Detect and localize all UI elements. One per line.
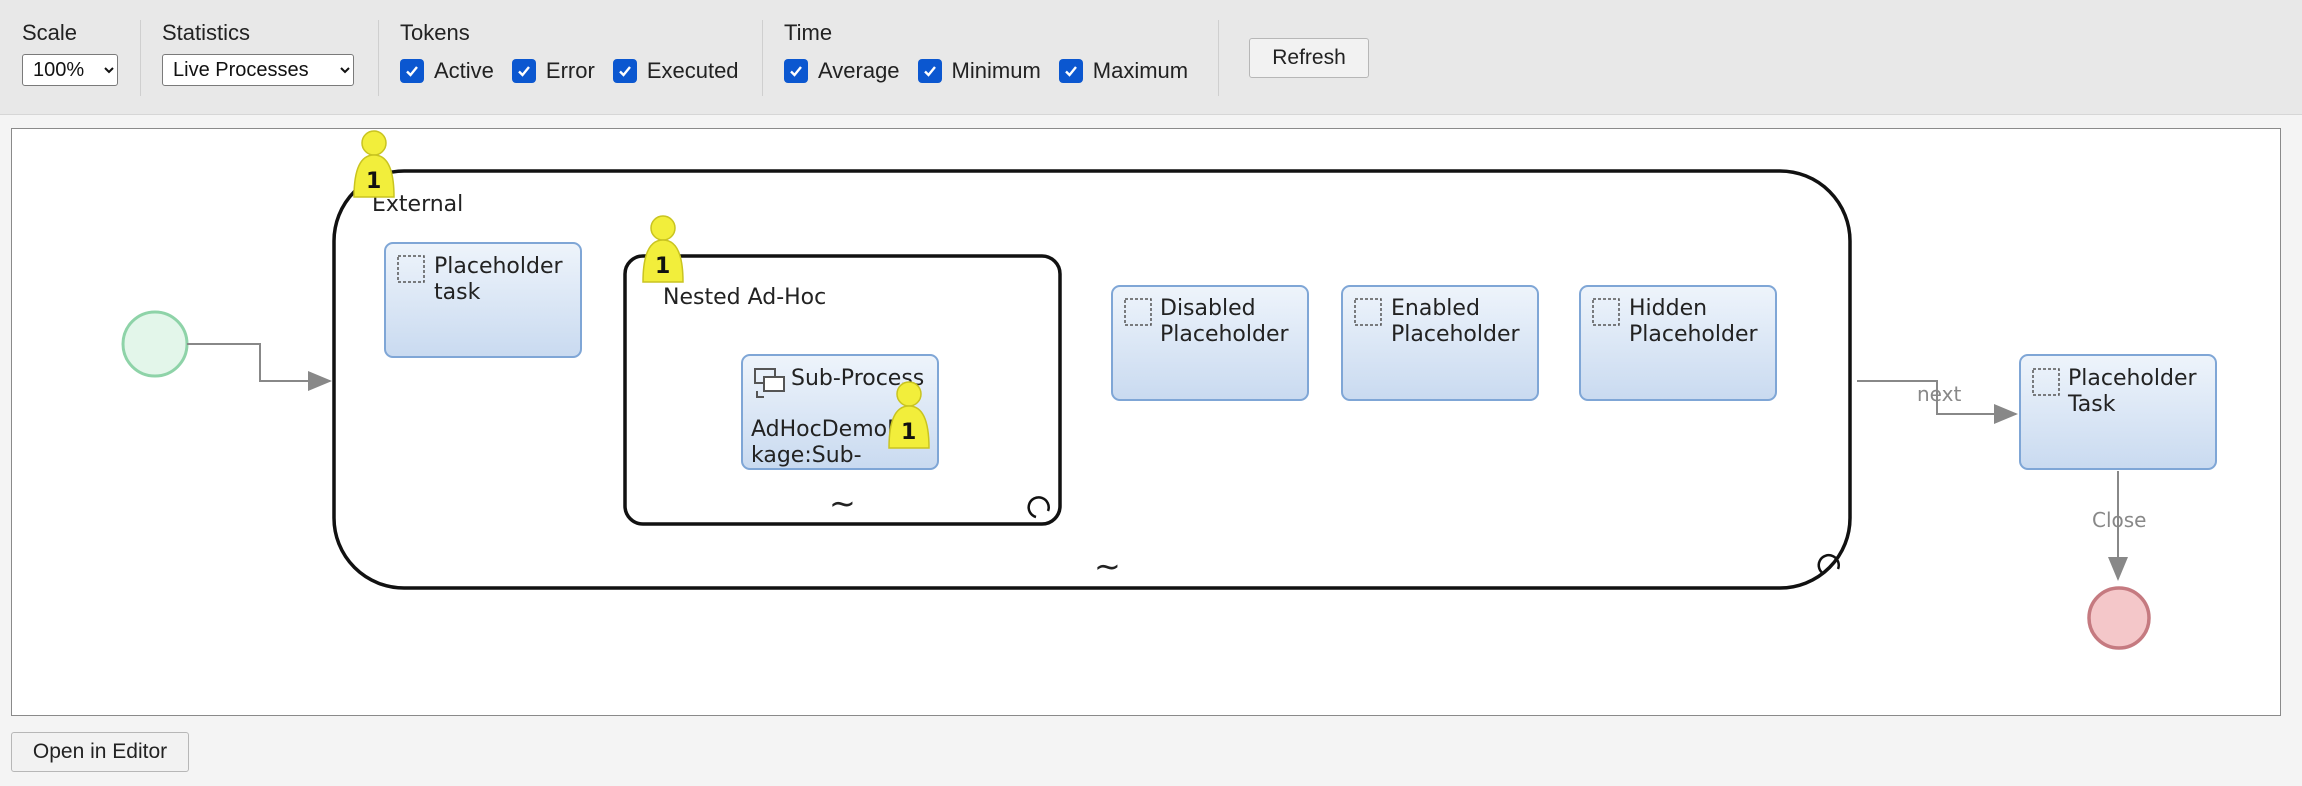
placeholder-task-icon	[1124, 298, 1152, 326]
time-average-label: Average	[818, 58, 900, 83]
task-label-line: Enabled	[1391, 296, 1480, 321]
checkmark-icon	[1058, 59, 1083, 83]
scale-group: Scale 100%	[22, 20, 118, 86]
refresh-button[interactable]: Refresh	[1249, 38, 1369, 78]
token-marker-icon[interactable]: 1	[353, 130, 395, 198]
bpmn-diagram: External ~ Placeholder task Nested Ad-Ho…	[121, 130, 2217, 650]
time-maximum-label: Maximum	[1092, 58, 1189, 83]
tokens-executed-label: Executed	[646, 58, 739, 83]
flow-label-next: next	[1917, 382, 1961, 406]
process-diagram-canvas: External ~ Placeholder task Nested Ad-Ho…	[11, 128, 2281, 716]
toolbar-divider	[762, 20, 763, 96]
statistics-group: Statistics Live Processes	[162, 20, 354, 86]
adhoc-marker: ~	[829, 484, 856, 522]
placeholder-task-icon	[397, 255, 425, 283]
start-event[interactable]	[121, 310, 189, 378]
placeholder-task-icon	[2032, 368, 2060, 396]
statistics-label: Statistics	[162, 20, 251, 45]
tokens-group: Tokens Active Error Executed	[400, 20, 757, 88]
task-label-line: Placeholder	[434, 254, 564, 279]
adhoc-marker: ~	[1094, 547, 1121, 585]
external-subprocess[interactable]	[332, 169, 1852, 590]
task-label-line: Placeholder	[1391, 322, 1521, 347]
disabled-placeholder-task[interactable]: Disabled Placeholder	[1111, 285, 1309, 401]
checkmark-icon	[784, 59, 808, 83]
sequence-flow-next	[1857, 380, 2018, 424]
task-label-line: Task	[2067, 392, 2116, 417]
placeholder-task[interactable]: Placeholder task	[384, 242, 582, 358]
checkmark-icon	[400, 59, 424, 83]
scale-label: Scale	[22, 20, 78, 45]
toolbar-divider	[378, 20, 379, 96]
sequence-flow	[187, 343, 332, 391]
sub-process-line: AdHocDemoP	[751, 417, 900, 442]
time-label: Time	[784, 20, 833, 45]
task-label-line: Hidden	[1629, 296, 1707, 321]
token-marker-icon[interactable]: 1	[888, 381, 930, 449]
loop-marker-icon	[1027, 496, 1050, 519]
flow-label-close: Close	[2092, 508, 2146, 532]
toolbar: Scale 100% Statistics Live Processes Tok…	[0, 0, 2302, 115]
tokens-label: Tokens	[400, 20, 470, 45]
scale-select[interactable]: 100%	[22, 54, 118, 86]
statistics-select[interactable]: Live Processes	[162, 54, 354, 86]
checkmark-icon	[917, 59, 942, 83]
hidden-placeholder-task[interactable]: Hidden Placeholder	[1579, 285, 1777, 401]
time-minimum-checkbox[interactable]: Minimum	[917, 58, 1041, 84]
time-minimum-label: Minimum	[951, 58, 1041, 83]
toolbar-divider	[140, 20, 141, 96]
tokens-executed-checkbox[interactable]: Executed	[612, 58, 739, 84]
task-label-line: Disabled	[1160, 296, 1256, 321]
checkmark-icon	[612, 59, 637, 83]
task-label-line: Placeholder	[1629, 322, 1759, 347]
sub-process-icon	[754, 368, 785, 398]
toolbar-divider	[1218, 20, 1219, 96]
token-count: 1	[901, 420, 916, 445]
token-count: 1	[655, 254, 670, 279]
time-maximum-checkbox[interactable]: Maximum	[1058, 58, 1189, 84]
time-average-checkbox[interactable]: Average	[784, 58, 900, 84]
nested-adhoc-label: Nested Ad-Hoc	[663, 285, 826, 310]
open-in-editor-button[interactable]: Open in Editor	[11, 732, 189, 772]
time-group: Time Average Minimum Maximum	[784, 20, 1206, 88]
sub-process-line: kage:Sub-	[751, 443, 862, 468]
task-label-line: Placeholder	[1160, 322, 1290, 347]
tokens-active-checkbox[interactable]: Active	[400, 58, 494, 84]
placeholder-task-icon	[1592, 298, 1620, 326]
enabled-placeholder-task[interactable]: Enabled Placeholder	[1341, 285, 1539, 401]
nested-adhoc-subprocess[interactable]	[623, 254, 1062, 526]
task-label-line: task	[434, 280, 481, 305]
end-event[interactable]	[2087, 586, 2151, 650]
loop-marker-icon	[1817, 553, 1840, 576]
placeholder-task-icon	[1354, 298, 1382, 326]
token-marker-icon[interactable]: 1	[642, 215, 684, 283]
task-label-line: Placeholder	[2068, 366, 2198, 391]
checkmark-icon	[511, 59, 536, 83]
tokens-active-label: Active	[434, 58, 494, 83]
token-count: 1	[366, 169, 381, 194]
tokens-error-label: Error	[545, 58, 595, 83]
placeholder-task-2[interactable]: Placeholder Task	[2019, 354, 2217, 470]
tokens-error-checkbox[interactable]: Error	[511, 58, 595, 84]
